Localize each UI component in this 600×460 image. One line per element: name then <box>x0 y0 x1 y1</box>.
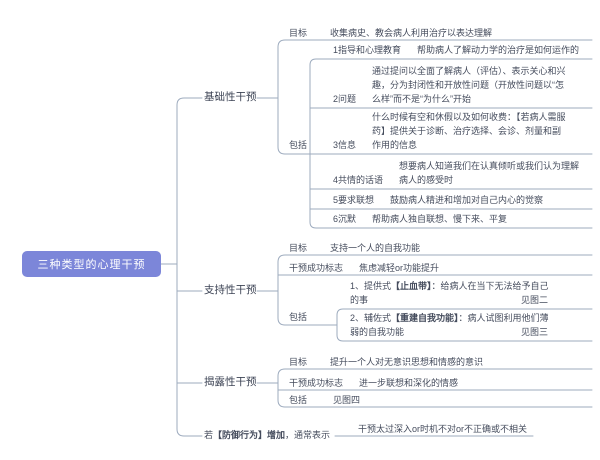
support-branch-wires <box>256 254 593 342</box>
basic-goal-value[interactable]: 收集病史、教会病人利用治疗以表达理解 <box>330 28 493 38</box>
basic-branch-wires <box>256 39 593 229</box>
support-item-text: 1、提供式【止血带】：给病人在当下无法给予自己的事 <box>350 281 549 305</box>
basic-item-label: 5要求联想 <box>333 195 375 205</box>
basic-item-row[interactable]: 6沉默 帮助病人独自联想、慢下来、平复 <box>310 213 592 227</box>
reveal-goal-value[interactable]: 提升一个人对无意识思想和情感的意识 <box>330 357 484 367</box>
reveal-success-value[interactable]: 进一步联想和深化的情感 <box>359 378 459 388</box>
basic-item-value: 帮助病人独自联想、慢下来、平复 <box>372 214 508 224</box>
support-item-text: 2、辅佐式【重建自我功能】：病人试图利用他们薄弱的自我功能 <box>350 313 549 337</box>
basic-item-value: 帮助病人了解动力学的治疗是如何运作的 <box>417 45 580 55</box>
defense-note-node[interactable]: 若【防御行为】增加，通常表示 <box>204 430 331 440</box>
basic-item-row[interactable]: 2问题 通过提问以全面了解病人（评估）、表示关心和兴趣，分为封闭性和开放性问题（… <box>310 63 592 107</box>
branch-reveal-title[interactable]: 揭露性干预 <box>204 376 257 388</box>
root-node-label: 三种类型的心理干预 <box>37 259 146 271</box>
see-figure-tag: 见图三 <box>520 327 548 337</box>
basic-item-label: 6沉默 <box>333 214 357 224</box>
basic-item-row[interactable]: 4共情的话语 想要病人知道我们在认真倾听或我们认为理解病人的感受时 <box>310 159 592 188</box>
basic-item-value: 什么时候有空和休假以及如何收费：【若病人需服药】提供关于诊断、治疗选择、会诊、剂… <box>372 112 566 150</box>
basic-item-row[interactable]: 3信息 什么时候有空和休假以及如何收费：【若病人需服药】提供关于诊断、治疗选择、… <box>310 110 592 153</box>
support-success-label: 干预成功标志 <box>289 263 344 273</box>
basic-item-value: 想要病人知道我们在认真倾听或我们认为理解病人的感受时 <box>399 161 580 185</box>
basic-goal-label: 目标 <box>289 28 308 38</box>
branch-support-title[interactable]: 支持性干预 <box>204 284 257 296</box>
support-success-value[interactable]: 焦虑减轻or功能提升 <box>359 263 440 273</box>
basic-item-label: 4共情的话语 <box>333 175 384 185</box>
root-bracket <box>160 97 203 437</box>
support-goal-value[interactable]: 支持一个人的自我功能 <box>330 243 421 253</box>
reveal-include-value[interactable]: 见图四 <box>333 395 361 405</box>
basic-item-label: 2问题 <box>333 94 357 104</box>
basic-item-row[interactable]: 1指导和心理教育 帮助病人了解动力学的治疗是如何运作的 <box>310 45 592 58</box>
basic-item-row[interactable]: 5要求联想 鼓励病人精进和增加对自己内心的觉察 <box>310 194 592 208</box>
support-item-row[interactable]: 1、提供式【止血带】：给病人在当下无法给予自己的事 见图二 <box>337 279 592 308</box>
basic-include-label: 包括 <box>289 140 308 150</box>
reveal-goal-label: 目标 <box>289 357 308 367</box>
support-item-row[interactable]: 2、辅佐式【重建自我功能】：病人试图利用他们薄弱的自我功能 见图三 <box>337 311 592 340</box>
basic-item-label: 1指导和心理教育 <box>333 45 402 55</box>
reveal-success-label: 干预成功标志 <box>289 378 344 388</box>
basic-item-value: 通过提问以全面了解病人（评估）、表示关心和兴趣，分为封闭性和开放性问题（开放性问… <box>372 66 566 104</box>
reveal-branch-wires <box>256 368 593 408</box>
basic-item-value: 鼓励病人精进和增加对自己内心的觉察 <box>390 195 544 205</box>
support-include-label: 包括 <box>289 312 308 322</box>
defense-note-value[interactable]: 干预太过深入or时机不对or不正确或不相关 <box>358 424 528 434</box>
see-figure-tag: 见图二 <box>520 295 548 305</box>
defense-note-bold: 【防御行为】增加 <box>213 430 286 440</box>
support-goal-label: 目标 <box>289 243 308 253</box>
root-node[interactable]: 三种类型的心理干预 <box>22 251 161 277</box>
branch-basic-title[interactable]: 基础性干预 <box>204 91 257 103</box>
basic-item-label: 3信息 <box>333 140 357 150</box>
reveal-include-label: 包括 <box>289 395 308 405</box>
